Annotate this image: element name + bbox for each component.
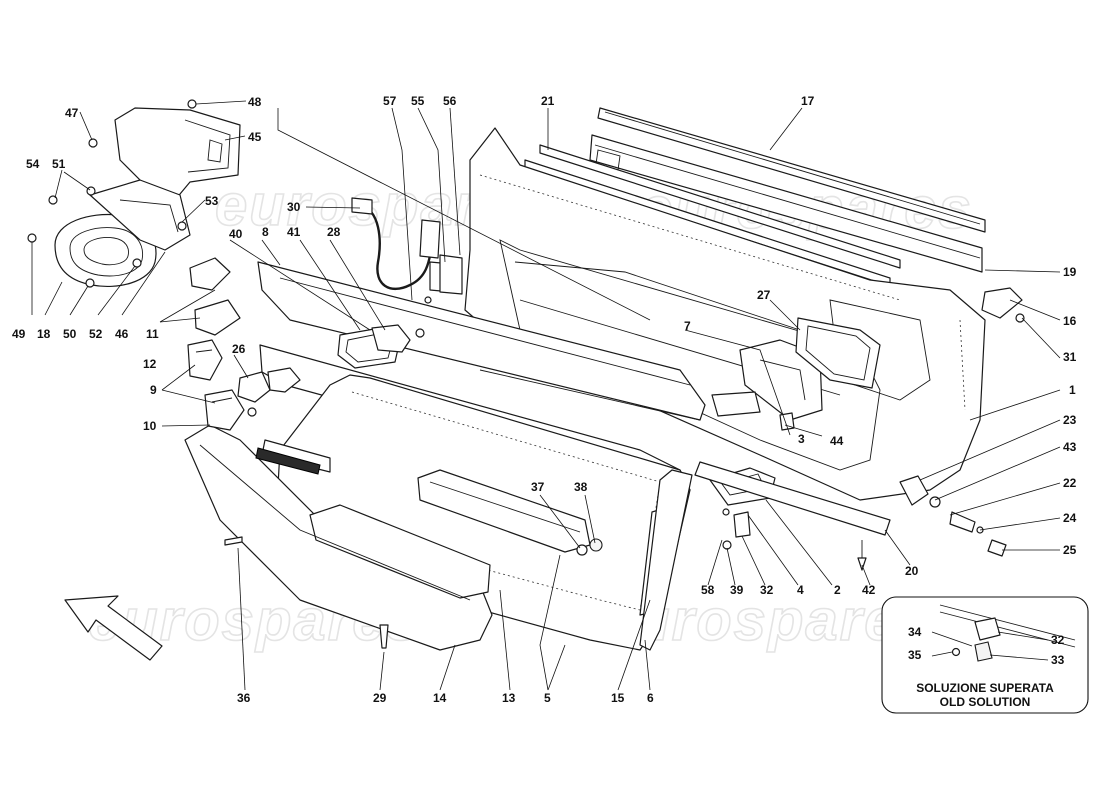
part-10-window-switch xyxy=(204,389,245,431)
callout-39: 39 xyxy=(730,583,744,597)
callout-24: 24 xyxy=(1063,511,1077,525)
callout-38: 38 xyxy=(574,480,588,494)
part-18-speaker xyxy=(54,213,157,288)
callout-16: 16 xyxy=(1063,314,1077,328)
callout-2: 2 xyxy=(834,583,841,597)
callout-19: 19 xyxy=(1063,265,1077,279)
callout-22: 22 xyxy=(1063,476,1077,490)
callout-53: 53 xyxy=(205,194,219,208)
part-29-36-screws xyxy=(224,536,389,649)
callout-9: 9 xyxy=(150,383,157,397)
callout-36: 36 xyxy=(237,691,251,705)
callout-41: 41 xyxy=(287,225,301,239)
callout-31: 31 xyxy=(1063,350,1077,364)
inset-callout-35: 35 xyxy=(908,648,922,662)
callout-27: 27 xyxy=(757,288,771,302)
callout-51: 51 xyxy=(52,157,66,171)
callout-28: 28 xyxy=(327,225,341,239)
callout-57: 57 xyxy=(383,94,397,108)
part-12-switch-cover xyxy=(194,299,241,336)
callout-23: 23 xyxy=(1063,413,1077,427)
callout-58: 58 xyxy=(701,583,715,597)
callout-numbers: 17 21 57 55 56 30 19 16 31 1 23 43 22 24… xyxy=(12,94,1077,705)
callout-45: 45 xyxy=(248,130,262,144)
part-6-trim-edge-strip xyxy=(639,469,693,651)
part-26-switch-housing xyxy=(237,367,301,417)
part-14-armrest-pad xyxy=(184,424,493,651)
part-17-window-trim-strip xyxy=(597,107,986,233)
callout-10: 10 xyxy=(143,419,157,433)
inset-note-english: OLD SOLUTION xyxy=(940,695,1031,709)
part-9-window-switch xyxy=(187,339,223,381)
callout-47: 47 xyxy=(65,106,79,120)
callout-44: 44 xyxy=(830,434,844,448)
callout-46: 46 xyxy=(115,327,129,341)
callout-43: 43 xyxy=(1063,440,1077,454)
inset-callout-33: 33 xyxy=(1051,653,1065,667)
callout-18: 18 xyxy=(37,327,51,341)
callout-29: 29 xyxy=(373,691,387,705)
callout-21: 21 xyxy=(541,94,555,108)
part-16-31-hinge-clip xyxy=(981,287,1025,323)
callout-4: 4 xyxy=(797,583,804,597)
part-7-inner-door-handle xyxy=(739,339,823,421)
inset-callout-34: 34 xyxy=(908,625,922,639)
callout-26: 26 xyxy=(232,342,246,356)
callout-40: 40 xyxy=(229,227,243,241)
inset-note-italian: SOLUZIONE SUPERATA xyxy=(916,681,1054,695)
part-22-25-hinge-pins xyxy=(899,475,1007,557)
callout-50: 50 xyxy=(63,327,77,341)
front-direction-arrow-icon xyxy=(64,595,163,661)
callout-56: 56 xyxy=(443,94,457,108)
callout-13: 13 xyxy=(502,691,516,705)
inset-part-35 xyxy=(951,647,961,657)
leader-lines xyxy=(31,100,1061,691)
part-19-door-rail xyxy=(589,134,983,273)
callout-54: 54 xyxy=(26,157,40,171)
inset-old-solution: 34 35 32 33 SOLUZIONE SUPERATA OLD SOLUT… xyxy=(881,596,1089,714)
part-11-switch-cover xyxy=(189,257,231,291)
callout-48: 48 xyxy=(248,95,262,109)
inset-callout-32: 32 xyxy=(1051,633,1065,647)
callout-14: 14 xyxy=(433,691,447,705)
callout-42: 42 xyxy=(862,583,876,597)
callout-52: 52 xyxy=(89,327,103,341)
callout-25: 25 xyxy=(1063,543,1077,557)
callout-5: 5 xyxy=(544,691,551,705)
part-45-speaker-bracket xyxy=(114,107,241,201)
part-27-handle-surround xyxy=(795,317,881,389)
callout-30: 30 xyxy=(287,200,301,214)
callout-32: 32 xyxy=(760,583,774,597)
inset-part-32 xyxy=(974,617,1001,641)
callout-8: 8 xyxy=(262,225,269,239)
inset-part-33 xyxy=(974,641,993,662)
callout-55: 55 xyxy=(411,94,425,108)
part-20-sill-strip xyxy=(694,461,891,571)
callout-11: 11 xyxy=(146,327,159,341)
callout-37: 37 xyxy=(531,480,545,494)
callout-49: 49 xyxy=(12,327,26,341)
callout-12: 12 xyxy=(143,357,157,371)
part-28-41-speaker-ring xyxy=(337,324,425,369)
callout-1: 1 xyxy=(1069,383,1076,397)
part-30-wiring-harness xyxy=(351,197,441,290)
part-13-lower-door-trim xyxy=(255,439,331,475)
part-46-speaker-housing xyxy=(89,179,191,251)
callout-6: 6 xyxy=(647,691,654,705)
part-32-39-58-clips xyxy=(722,508,751,550)
callout-17: 17 xyxy=(801,94,815,108)
callout-20: 20 xyxy=(905,564,919,578)
part-8-upper-trim-panel xyxy=(257,261,706,421)
part-55-56-connectors xyxy=(424,254,463,304)
callout-7: 7 xyxy=(684,319,691,333)
part-44-switch xyxy=(711,391,795,431)
callout-3: 3 xyxy=(798,432,805,446)
callout-15: 15 xyxy=(611,691,625,705)
